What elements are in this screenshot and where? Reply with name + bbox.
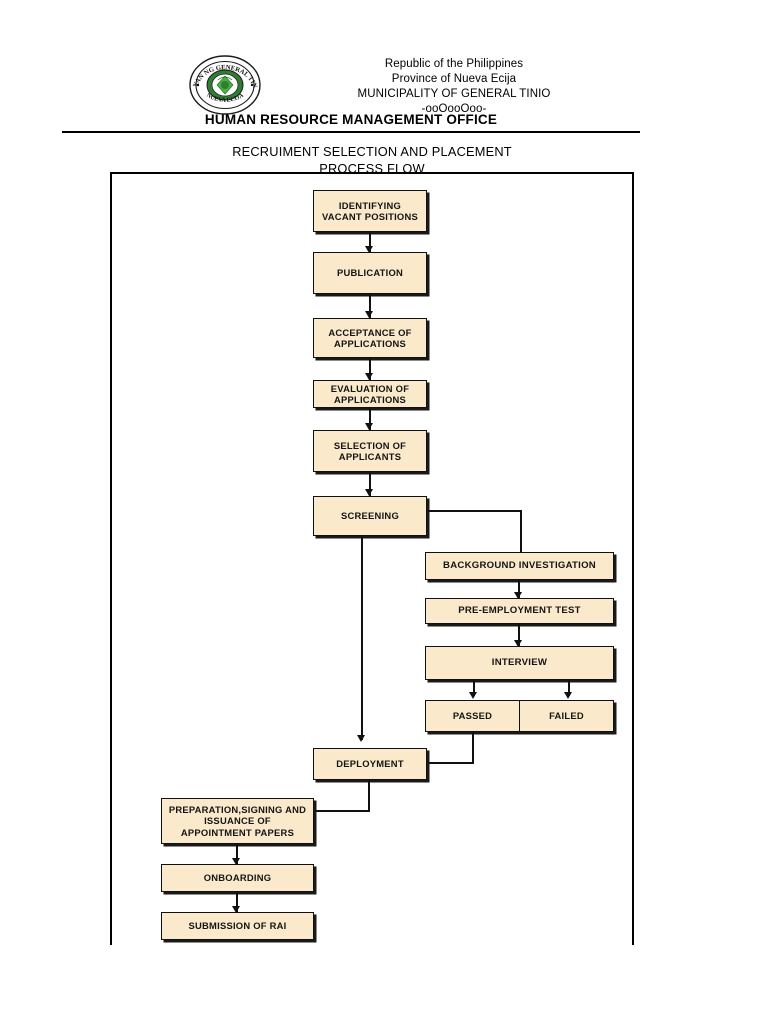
edge-passed-to-deployment-h [427, 762, 474, 764]
edge-interview-to-passed [473, 680, 475, 696]
arrowhead-passed [469, 692, 477, 699]
diagram-frame-left [110, 172, 112, 945]
arrowhead-deployment [357, 735, 365, 742]
agency-heading: Republic of the Philippines Province of … [268, 57, 640, 117]
arrowhead-submission-of-rai [232, 906, 240, 913]
agency-line-ornament: -ooOooOoo- [421, 103, 487, 115]
node-pre-employment-test[interactable]: PRE-EMPLOYMENT TEST [425, 598, 614, 624]
office-title: HUMAN RESOURCE MANAGEMENT OFFICE [204, 112, 498, 127]
agency-line-province: Province of Nueva Ecija [391, 73, 517, 85]
diagram-frame-right [632, 172, 634, 945]
edge-identifying-to-publication [369, 232, 371, 253]
arrowhead-evaluation [365, 373, 373, 380]
edge-interview-to-failed [568, 680, 570, 696]
node-onboarding[interactable]: ONBOARDING [161, 864, 314, 892]
letterhead: BAYAN NG GENERAL TINIO NUEVA ECIJA Repub… [0, 0, 768, 133]
arrowhead-selection [365, 423, 373, 430]
arrowhead-failed [564, 692, 572, 699]
arrowhead-acceptance [365, 311, 373, 318]
svg-text:NUEVA ECIJA: NUEVA ECIJA [205, 92, 245, 104]
node-deployment[interactable]: DEPLOYMENT [313, 748, 427, 780]
edge-onboarding-to-submission [236, 892, 238, 912]
arrowhead-onboarding [232, 858, 240, 865]
arrowhead-interview [514, 640, 522, 647]
node-interview[interactable]: INTERVIEW [425, 646, 614, 680]
municipal-seal-icon: BAYAN NG GENERAL TINIO NUEVA ECIJA [188, 54, 262, 116]
edge-background-to-pretest [518, 580, 520, 598]
edge-pretest-to-interview [518, 624, 520, 646]
node-background-investigation[interactable]: BACKGROUND INVESTIGATION [425, 552, 614, 580]
edge-publication-to-acceptance [369, 294, 371, 318]
node-passed[interactable]: PASSED [426, 701, 520, 731]
diagram-frame-top [110, 172, 634, 174]
node-submission-of-rai[interactable]: SUBMISSION OF RAI [161, 912, 314, 940]
arrowhead-publication [365, 246, 373, 253]
edge-screening-to-background-h [427, 510, 522, 512]
agency-line-republic: Republic of the Philippines [384, 58, 524, 70]
edge-screening-to-background-v [520, 510, 522, 552]
node-publication[interactable]: PUBLICATION [313, 252, 427, 294]
edge-screening-to-deployment [361, 536, 363, 740]
node-failed[interactable]: FAILED [549, 710, 584, 722]
edge-passed-to-deployment-v [472, 732, 474, 764]
node-passed-failed-outcome[interactable]: PASSED FAILED [425, 700, 614, 732]
edge-evaluation-to-selection [369, 408, 371, 430]
arrowhead-pre-employment-test [514, 592, 522, 599]
arrowhead-screening [365, 489, 373, 496]
edge-deployment-to-preparation-v [368, 780, 370, 812]
edge-deployment-to-preparation-h [302, 810, 370, 812]
edge-selection-to-screening [369, 472, 371, 496]
page-title-line-1: RECRUIMENT SELECTION AND PLACEMENT [232, 144, 512, 159]
edge-acceptance-to-evaluation [369, 358, 371, 380]
agency-line-municipality: MUNICIPALITY OF GENERAL TINIO [357, 88, 551, 100]
header-divider [62, 131, 640, 133]
node-screening[interactable]: SCREENING [313, 496, 427, 536]
edge-preparation-to-onboarding [236, 844, 238, 864]
